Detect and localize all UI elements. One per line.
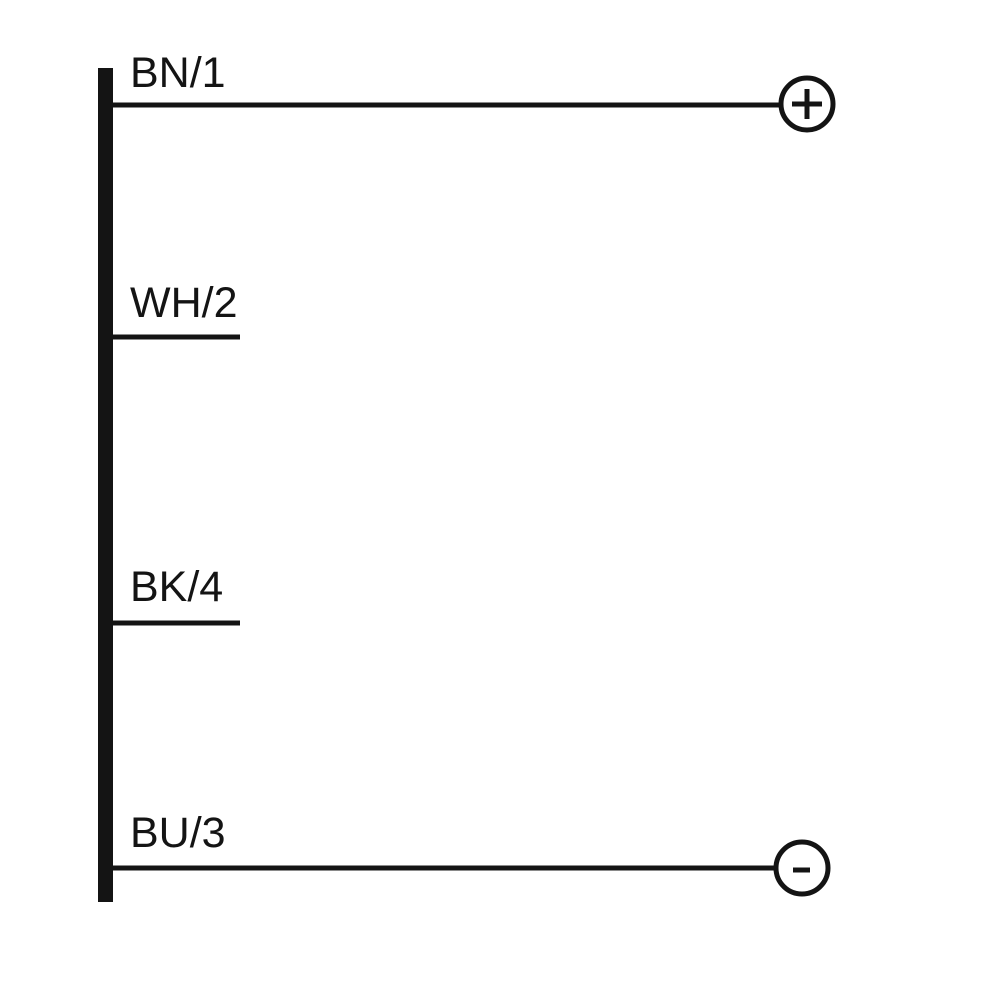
wire-label-bu3: BU/3 xyxy=(130,809,226,857)
wire-bk4: BK/4 xyxy=(112,563,240,626)
wire-label-bn1: BN/1 xyxy=(130,49,226,97)
connector-bus-bar xyxy=(98,68,113,902)
plus-terminal-icon: + xyxy=(778,75,836,133)
minus-terminal-icon: - xyxy=(773,839,831,897)
wire-bn1: BN/1 + xyxy=(112,49,836,133)
wire-wh2: WH/2 xyxy=(112,279,240,340)
wire-label-bk4: BK/4 xyxy=(130,563,223,611)
wire-label-wh2: WH/2 xyxy=(130,279,238,327)
wire-bu3: BU/3 - xyxy=(112,809,831,897)
